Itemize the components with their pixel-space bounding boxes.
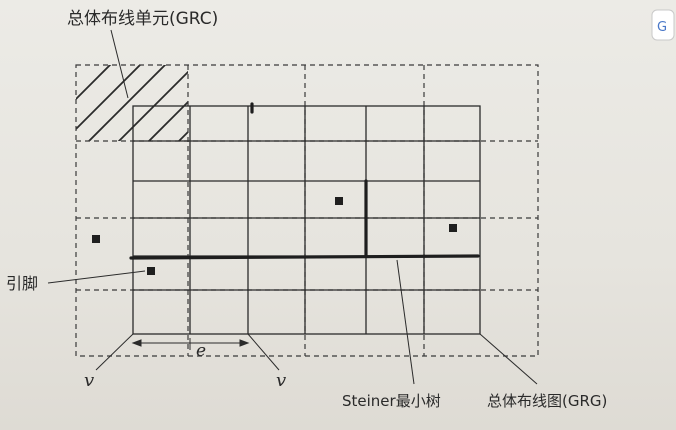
pin — [449, 224, 457, 232]
leader-lines — [47, 29, 538, 385]
v-right-label: v — [276, 370, 286, 391]
pin-label: 引脚 — [6, 274, 38, 293]
pin — [335, 197, 343, 205]
grg-solid-grid — [132, 105, 481, 335]
steiner-tree — [129, 102, 480, 260]
grc-label: 总体布线单元(GRC) — [67, 9, 218, 29]
v-left-label: v — [84, 370, 94, 391]
edge-dimension — [131, 338, 250, 350]
edge-e-label: e — [196, 341, 206, 361]
steiner-label: Steiner最小树 — [342, 392, 441, 410]
svg-text:G: G — [657, 20, 667, 35]
pin — [92, 235, 100, 243]
grc-dashed-grid — [75, 64, 539, 357]
grc-hatched-cell — [76, 65, 188, 141]
pins — [92, 197, 457, 275]
pin — [147, 267, 155, 275]
translate-icon[interactable]: G — [651, 9, 675, 41]
grg-label: 总体布线图(GRG) — [487, 392, 607, 410]
